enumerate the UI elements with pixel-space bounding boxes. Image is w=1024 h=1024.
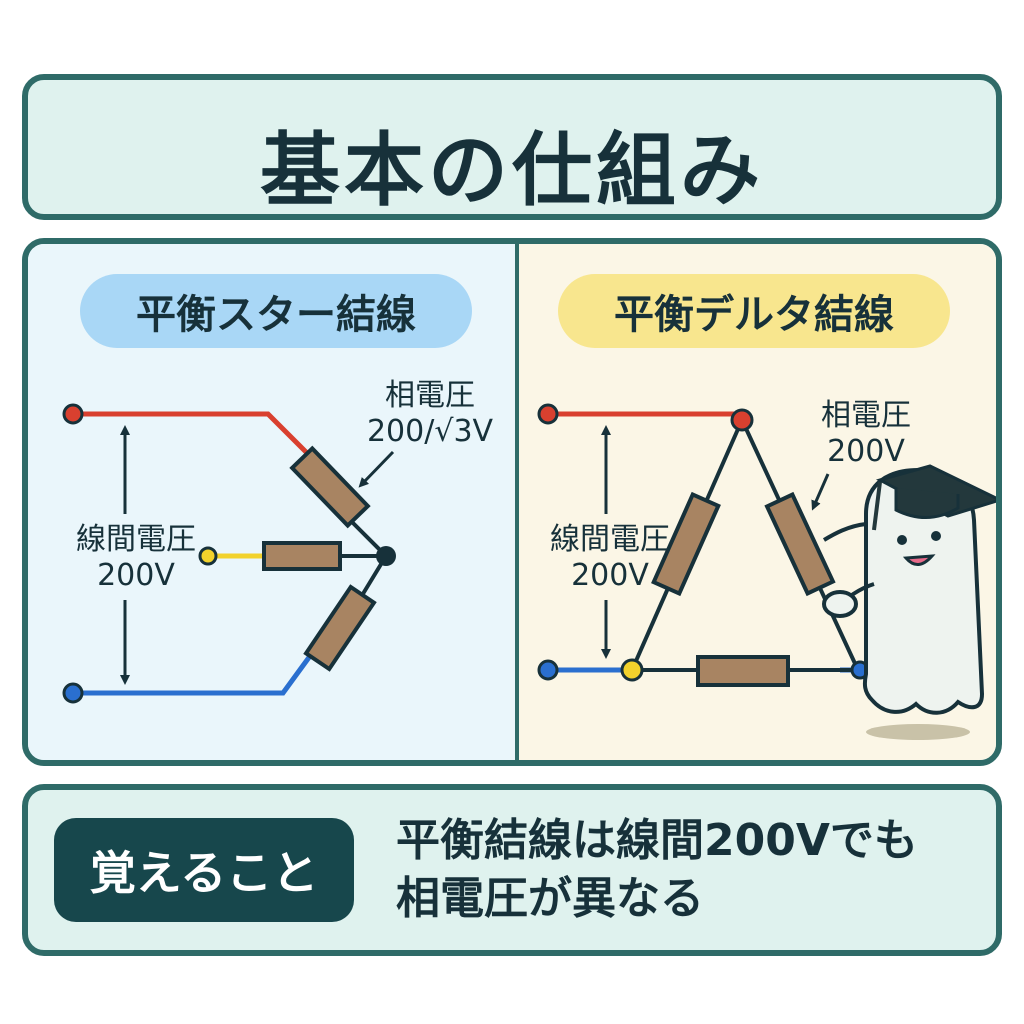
delta-line-voltage-value: 200V bbox=[571, 558, 649, 593]
star-blue-wire bbox=[73, 654, 313, 696]
note-line-1: 平衡結線は線間200Vでも bbox=[396, 815, 918, 866]
star-phase-voltage-title: 相電圧 bbox=[385, 378, 475, 413]
note-badge: 覚えること bbox=[54, 818, 354, 922]
note-panel: 覚えること 平衡結線は線間200Vでも 相電圧が異なる bbox=[22, 784, 1002, 956]
star-blue-terminal bbox=[62, 682, 84, 704]
delta-phase-voltage-label: 相電圧 200V bbox=[806, 398, 926, 470]
star-circuit bbox=[62, 403, 396, 704]
delta-top-node bbox=[730, 408, 754, 432]
star-phase-voltage-label: 相電圧 200/√3V bbox=[350, 378, 510, 450]
diagram-panel: 平衡スター結線 平衡デルタ結線 bbox=[22, 238, 1002, 766]
star-red-wire bbox=[73, 411, 310, 456]
star-line-voltage-title: 線間電圧 bbox=[76, 522, 196, 557]
star-red-terminal bbox=[62, 403, 84, 425]
star-resistor-yellow bbox=[262, 541, 342, 571]
delta-red-wire bbox=[548, 411, 745, 420]
delta-resistor-left bbox=[651, 491, 721, 597]
delta-red-terminal bbox=[537, 403, 559, 425]
star-line-voltage-label: 線間電圧 200V bbox=[66, 522, 206, 594]
page-title: 基本の仕組み bbox=[260, 124, 764, 217]
note-line-2: 相電圧が異なる bbox=[396, 873, 704, 925]
delta-left-node bbox=[620, 658, 644, 682]
graduation-cap-mascot-icon bbox=[822, 464, 996, 740]
delta-circuit bbox=[537, 403, 996, 740]
note-text: 平衡結線は線間200Vでも 相電圧が異なる bbox=[396, 812, 986, 928]
star-resistor-blue bbox=[303, 584, 377, 672]
delta-resistor-right bbox=[764, 491, 836, 597]
delta-phase-voltage-value: 200V bbox=[827, 434, 905, 469]
delta-blue-terminal bbox=[537, 659, 559, 681]
star-yellow-terminal bbox=[198, 546, 218, 566]
star-neutral-point bbox=[376, 546, 396, 566]
circuit-diagram bbox=[62, 403, 996, 740]
star-heading: 平衡スター結線 bbox=[80, 274, 472, 348]
star-phase-pointer bbox=[358, 450, 395, 488]
title-panel: 基本の仕組み bbox=[22, 74, 1002, 220]
delta-line-voltage-title: 線間電圧 bbox=[550, 522, 670, 557]
delta-phase-voltage-title: 相電圧 bbox=[821, 398, 911, 433]
delta-heading: 平衡デルタ結線 bbox=[558, 274, 950, 348]
star-resistor-red bbox=[289, 445, 371, 529]
star-line-voltage-value: 200V bbox=[97, 558, 175, 593]
star-phase-voltage-value: 200/√3V bbox=[366, 414, 494, 449]
delta-resistor-bottom bbox=[696, 655, 790, 687]
delta-phase-pointer bbox=[811, 473, 830, 511]
delta-line-voltage-label: 線間電圧 200V bbox=[540, 522, 680, 594]
section-divider bbox=[515, 244, 519, 760]
